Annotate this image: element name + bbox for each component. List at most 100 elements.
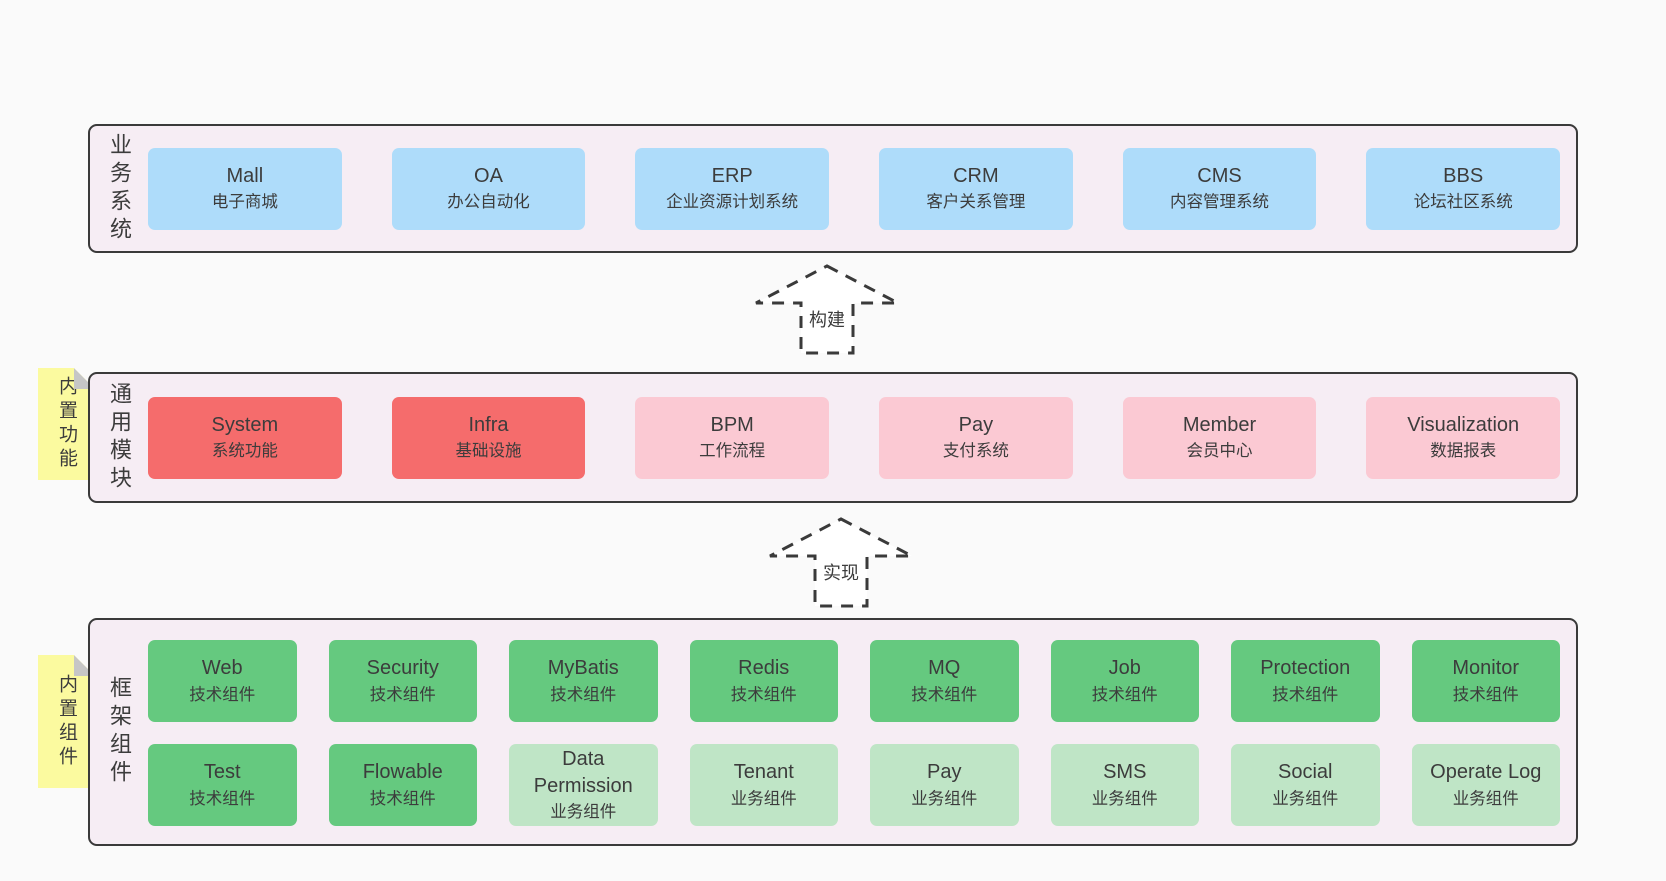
box-data-permission: Data Permission 业务组件 bbox=[509, 744, 658, 826]
box-desc: 业务组件 bbox=[550, 803, 617, 821]
box-desc: 业务组件 bbox=[730, 789, 797, 808]
box-operate-log: Operate Log 业务组件 bbox=[1411, 744, 1560, 826]
box-desc: 业务组件 bbox=[1452, 789, 1519, 808]
box-desc: 技术组件 bbox=[369, 685, 436, 704]
note-built-in-functions: 内置功能 bbox=[38, 368, 95, 480]
box-desc: 电子商城 bbox=[211, 193, 278, 212]
box-name: Pay bbox=[958, 413, 994, 436]
components-grid: Web 技术组件 Security 技术组件 MyBatis 技术组件 Redi… bbox=[148, 620, 1576, 844]
box-name: Redis bbox=[738, 657, 790, 680]
box-desc: 论坛社区系统 bbox=[1413, 193, 1513, 212]
box-tenant: Tenant 业务组件 bbox=[689, 744, 838, 826]
build-arrow-icon: 构建 bbox=[752, 262, 902, 357]
box-name: Mall bbox=[226, 164, 264, 187]
box-erp: ERP 企业资源计划系统 bbox=[635, 147, 830, 230]
box-sms: SMS 业务组件 bbox=[1050, 744, 1199, 826]
box-desc: 办公自动化 bbox=[447, 193, 530, 212]
box-security: Security 技术组件 bbox=[328, 640, 477, 722]
box-mybatis: MyBatis 技术组件 bbox=[509, 640, 658, 722]
box-test: Test 技术组件 bbox=[148, 744, 297, 826]
box-desc: 客户关系管理 bbox=[926, 193, 1026, 212]
box-name: Data Permission bbox=[533, 748, 633, 797]
box-oa: OA 办公自动化 bbox=[391, 147, 586, 230]
box-name: OA bbox=[474, 164, 503, 187]
box-desc: 技术组件 bbox=[730, 685, 797, 704]
box-pay-module: Pay 支付系统 bbox=[879, 396, 1073, 479]
box-name: BPM bbox=[710, 413, 754, 436]
box-bbs: BBS 论坛社区系统 bbox=[1366, 147, 1561, 230]
box-protection: Protection 技术组件 bbox=[1231, 640, 1380, 722]
box-desc: 系统功能 bbox=[211, 442, 278, 461]
box-name: Operate Log bbox=[1430, 761, 1542, 784]
box-desc: 技术组件 bbox=[369, 789, 436, 808]
box-desc: 业务组件 bbox=[911, 789, 978, 808]
box-name: Pay bbox=[927, 761, 962, 784]
box-name: Security bbox=[366, 657, 439, 680]
box-desc: 工作流程 bbox=[699, 442, 766, 461]
box-web: Web 技术组件 bbox=[148, 640, 297, 722]
box-name: Visualization bbox=[1407, 413, 1520, 436]
box-name: Monitor bbox=[1452, 657, 1520, 680]
box-name: Social bbox=[1278, 761, 1333, 784]
layer-side-label: 框架组件 bbox=[107, 676, 132, 788]
box-crm: CRM 客户关系管理 bbox=[879, 147, 1073, 230]
box-desc: 技术组件 bbox=[550, 685, 617, 704]
box-job: Job 技术组件 bbox=[1050, 640, 1199, 722]
box-name: Flowable bbox=[362, 761, 443, 784]
box-row: Mall 电子商城 OA 办公自动化 ERP 企业资源计划系统 CRM 客户关系… bbox=[148, 126, 1576, 251]
arrow-label: 实现 bbox=[820, 559, 862, 585]
box-social: Social 业务组件 bbox=[1231, 744, 1380, 826]
box-name: MQ bbox=[928, 657, 961, 680]
box-desc: 数据报表 bbox=[1430, 442, 1497, 461]
box-pay-component: Pay 业务组件 bbox=[870, 744, 1019, 826]
note-label: 内置功能 bbox=[56, 376, 77, 472]
box-desc: 企业资源计划系统 bbox=[666, 193, 799, 212]
box-desc: 技术组件 bbox=[1452, 685, 1519, 704]
box-name: Member bbox=[1182, 413, 1257, 436]
box-desc: 技术组件 bbox=[189, 789, 256, 808]
box-system: System 系统功能 bbox=[148, 396, 342, 479]
box-infra: Infra 基础设施 bbox=[391, 396, 586, 479]
box-cms: CMS 内容管理系统 bbox=[1122, 147, 1317, 230]
layer-framework-components: 框架组件 Web 技术组件 Security 技术组件 MyBatis 技术组件… bbox=[88, 618, 1578, 846]
layer-common-modules: 通用模块 System 系统功能 Infra 基础设施 BPM 工作流程 Pay… bbox=[88, 372, 1578, 503]
box-name: Tenant bbox=[733, 761, 794, 784]
box-name: CMS bbox=[1197, 164, 1242, 187]
box-desc: 业务组件 bbox=[1272, 789, 1339, 808]
layer-business-systems: 业务系统 Mall 电子商城 OA 办公自动化 ERP 企业资源计划系统 CRM… bbox=[88, 124, 1578, 253]
layer-side-label: 业务系统 bbox=[107, 132, 132, 245]
box-name: BBS bbox=[1443, 164, 1484, 187]
box-name: Job bbox=[1108, 657, 1141, 680]
box-desc: 内容管理系统 bbox=[1170, 193, 1270, 212]
box-name: Test bbox=[203, 761, 241, 784]
box-desc: 技术组件 bbox=[1272, 685, 1339, 704]
implement-arrow-icon: 实现 bbox=[766, 515, 916, 610]
box-desc: 会员中心 bbox=[1186, 442, 1253, 461]
box-name: CRM bbox=[953, 164, 999, 187]
box-desc: 基础设施 bbox=[455, 442, 522, 461]
box-desc: 技术组件 bbox=[911, 685, 978, 704]
box-visualization: Visualization 数据报表 bbox=[1366, 396, 1561, 479]
box-monitor: Monitor 技术组件 bbox=[1411, 640, 1560, 722]
box-name: MyBatis bbox=[547, 657, 619, 680]
box-name: SMS bbox=[1103, 761, 1147, 784]
box-redis: Redis 技术组件 bbox=[689, 640, 838, 722]
box-bpm: BPM 工作流程 bbox=[635, 396, 830, 479]
box-desc: 业务组件 bbox=[1091, 789, 1158, 808]
box-mq: MQ 技术组件 bbox=[870, 640, 1019, 722]
box-desc: 支付系统 bbox=[942, 442, 1009, 461]
box-member: Member 会员中心 bbox=[1122, 396, 1317, 479]
box-desc: 技术组件 bbox=[1091, 685, 1158, 704]
layer-side-label: 通用模块 bbox=[107, 381, 132, 494]
note-built-in-components: 内置组件 bbox=[38, 655, 95, 788]
box-name: Protection bbox=[1260, 657, 1351, 680]
arrow-label: 构建 bbox=[806, 306, 848, 332]
box-name: System bbox=[211, 413, 279, 436]
box-name: Web bbox=[201, 657, 243, 680]
box-row: System 系统功能 Infra 基础设施 BPM 工作流程 Pay 支付系统… bbox=[148, 374, 1576, 501]
box-flowable: Flowable 技术组件 bbox=[328, 744, 477, 826]
box-name: ERP bbox=[711, 164, 753, 187]
box-desc: 技术组件 bbox=[189, 685, 256, 704]
note-label: 内置组件 bbox=[56, 673, 77, 770]
box-name: Infra bbox=[468, 413, 509, 436]
